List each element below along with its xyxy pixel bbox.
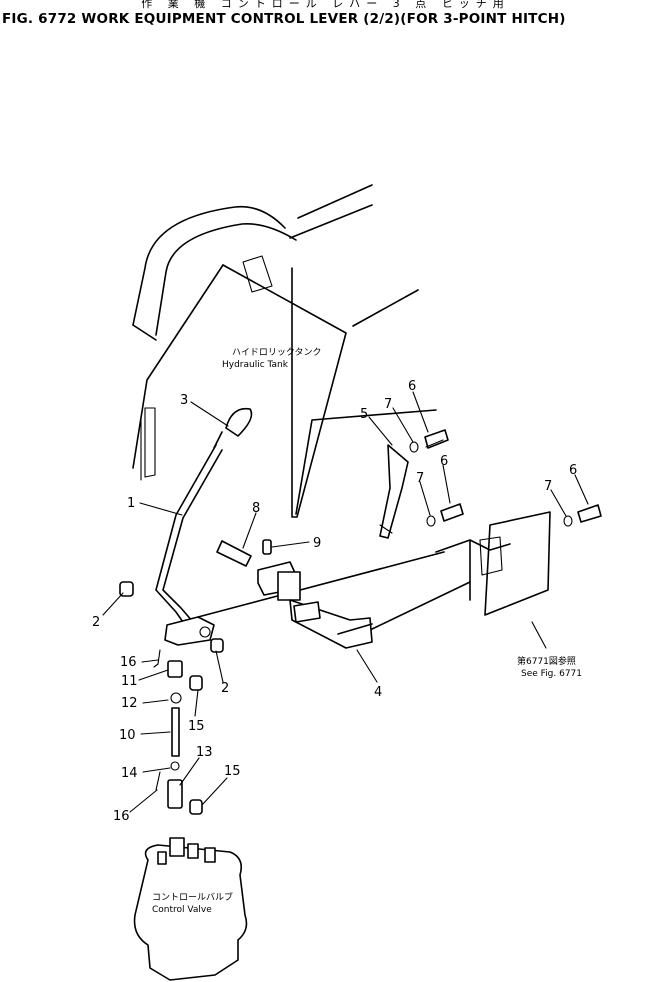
callout-13: 13 xyxy=(196,745,213,760)
callout-1: 1 xyxy=(127,496,135,511)
lever-shaft xyxy=(197,551,471,649)
hydraulic-tank-label: Hydraulic Tank xyxy=(222,360,289,370)
lever-base xyxy=(164,616,215,646)
bracket xyxy=(379,444,409,539)
callout-9: 9 xyxy=(313,536,321,551)
callout-15b: 15 xyxy=(224,764,241,779)
bushing-upper xyxy=(119,581,134,597)
callout-5: 5 xyxy=(360,407,368,422)
callout-14: 14 xyxy=(121,766,138,781)
leader-lines xyxy=(102,391,589,813)
callout-7b: 7 xyxy=(416,471,424,486)
bolt-1 xyxy=(424,429,449,449)
control-lever xyxy=(155,407,253,626)
japanese-title: 作 業 機 コントロール レバー 3 点 ヒッチ用 xyxy=(141,0,510,10)
callout-2b: 2 xyxy=(221,681,229,696)
callout-11: 11 xyxy=(121,674,138,689)
callout-16a: 16 xyxy=(120,655,137,670)
washer-1 xyxy=(409,441,419,453)
control-valve-jp-label: コントロールバルブ xyxy=(152,891,233,903)
callout-16b: 16 xyxy=(113,809,130,824)
callout-7a: 7 xyxy=(384,397,392,412)
callouts: 1 2 2 3 4 5 6 6 6 7 7 7 8 9 10 11 12 13 … xyxy=(92,379,577,824)
callout-4: 4 xyxy=(374,685,382,700)
callout-3: 3 xyxy=(180,393,188,408)
control-valve xyxy=(133,837,248,981)
see-fig-leader xyxy=(531,621,547,649)
callout-7c: 7 xyxy=(544,479,552,494)
bushing-lower xyxy=(210,638,224,653)
callout-8: 8 xyxy=(252,501,260,516)
callout-6b: 6 xyxy=(440,454,448,469)
callout-10: 10 xyxy=(119,728,136,743)
control-valve-label: Control Valve xyxy=(152,905,212,915)
callout-12: 12 xyxy=(121,696,138,711)
callout-2a: 2 xyxy=(92,615,100,630)
bolt-2 xyxy=(440,503,464,522)
rod-linkage xyxy=(153,649,203,815)
see-fig-label: See Fig. 6771 xyxy=(521,669,582,679)
callout-15a: 15 xyxy=(188,719,205,734)
washer-3 xyxy=(563,515,573,527)
washer-2 xyxy=(426,515,436,527)
callout-6a: 6 xyxy=(408,379,416,394)
hydraulic-tank-jp-label: ハイドロリックタンク xyxy=(232,347,321,358)
bolt-3 xyxy=(577,504,602,523)
cotter-pin xyxy=(262,539,272,555)
callout-6c: 6 xyxy=(569,463,577,478)
mounting-plate xyxy=(435,511,551,616)
hydraulic-tank xyxy=(132,184,437,518)
see-fig-jp-label: 第6771図参照 xyxy=(517,655,576,667)
pin xyxy=(216,540,252,567)
figure-title: FIG. 6772 WORK EQUIPMENT CONTROL LEVER (… xyxy=(2,11,566,27)
